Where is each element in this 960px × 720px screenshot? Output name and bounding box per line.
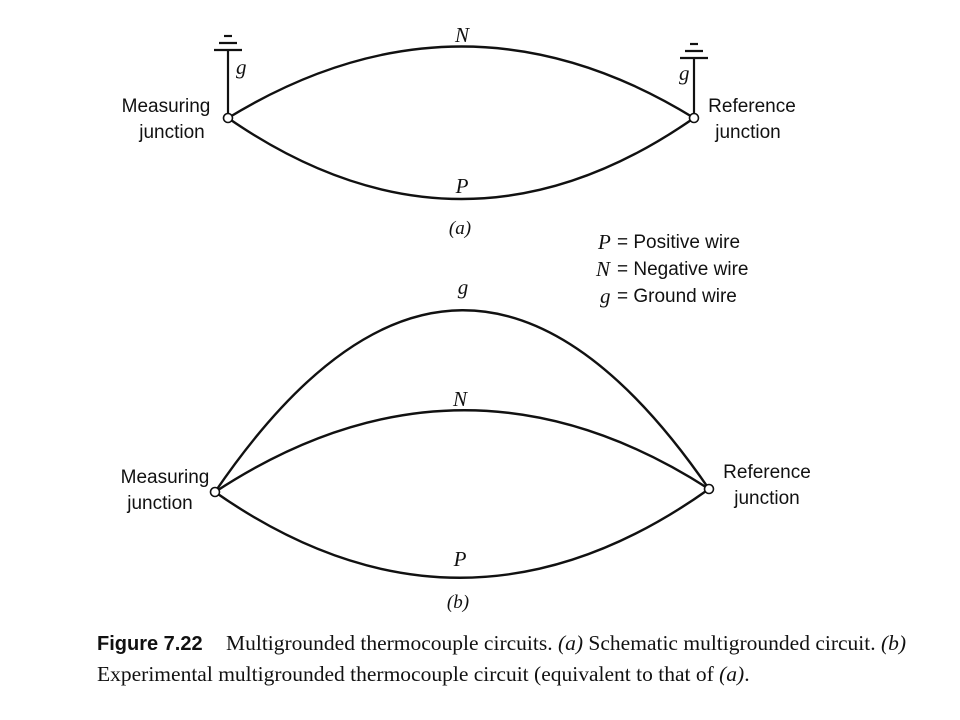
measuring-label-a-line2: junction [138, 122, 205, 143]
measuring-junction-node-a [222, 112, 234, 124]
caption-text-1c: Schematic multigrounded circuit. [588, 631, 876, 655]
diagram-b: g N P Measuring junction Reference junct… [121, 275, 811, 613]
reference-junction-node-a [688, 112, 700, 124]
label-n-b: N [452, 387, 468, 411]
caption-text-2c: . [744, 662, 750, 686]
caption-text-2a: Experimental multigrounded thermocouple … [97, 662, 714, 686]
legend-g-text: = Ground wire [617, 286, 737, 307]
reference-junction-node-b [703, 483, 715, 495]
measuring-label-b-line2: junction [126, 493, 193, 514]
reference-label-a-line2: junction [714, 122, 781, 143]
measuring-junction-node-b [209, 486, 221, 498]
thermocouple-figure: N P g g Measuring junction Reference jun… [121, 23, 811, 613]
label-g-right: g [679, 61, 690, 85]
caption-line-2: Experimental multigrounded thermocouple … [97, 659, 947, 689]
legend: P = Positive wire N = Negative wire g = … [595, 230, 748, 308]
label-p-b: P [453, 547, 467, 571]
sub-label-b: (b) [447, 592, 469, 613]
legend-p-symbol: P [597, 230, 611, 254]
caption-ref-b: (b) [880, 631, 907, 655]
label-g-b: g [458, 275, 469, 299]
legend-p-text: = Positive wire [617, 232, 740, 253]
figure-number: Figure 7.22 [97, 633, 203, 655]
label-p-a: P [455, 174, 469, 198]
positive-wire-a [227, 117, 695, 201]
measuring-label-b-line1: Measuring [121, 467, 210, 488]
ground-wire-b [214, 309, 710, 493]
sub-label-a: (a) [449, 218, 471, 239]
legend-g-symbol: g [600, 284, 611, 308]
label-g-left: g [236, 55, 247, 79]
diagram-a: N P g g Measuring junction Reference jun… [122, 23, 796, 239]
reference-label-b-line2: junction [733, 488, 800, 509]
caption-ref-a: (a) [557, 631, 584, 655]
figure-caption: Figure 7.22 Multigrounded thermocouple c… [97, 628, 947, 689]
positive-wire-b [214, 488, 710, 579]
measuring-label-a-line1: Measuring [122, 96, 211, 117]
reference-label-a-line1: Reference [708, 96, 796, 117]
reference-label-b-line1: Reference [723, 462, 811, 483]
ground-symbol-left [214, 34, 242, 113]
caption-line-1: Figure 7.22 Multigrounded thermocouple c… [97, 628, 947, 659]
legend-n-symbol: N [595, 257, 611, 281]
legend-n-text: = Negative wire [617, 259, 748, 280]
negative-wire-a [227, 45, 695, 120]
caption-ref-a-2: (a) [719, 662, 745, 686]
negative-wire-b [214, 409, 710, 494]
label-n-a: N [454, 23, 470, 47]
ground-symbol-right [680, 42, 708, 113]
caption-text-1a: Multigrounded thermocouple circuits. [225, 631, 553, 655]
